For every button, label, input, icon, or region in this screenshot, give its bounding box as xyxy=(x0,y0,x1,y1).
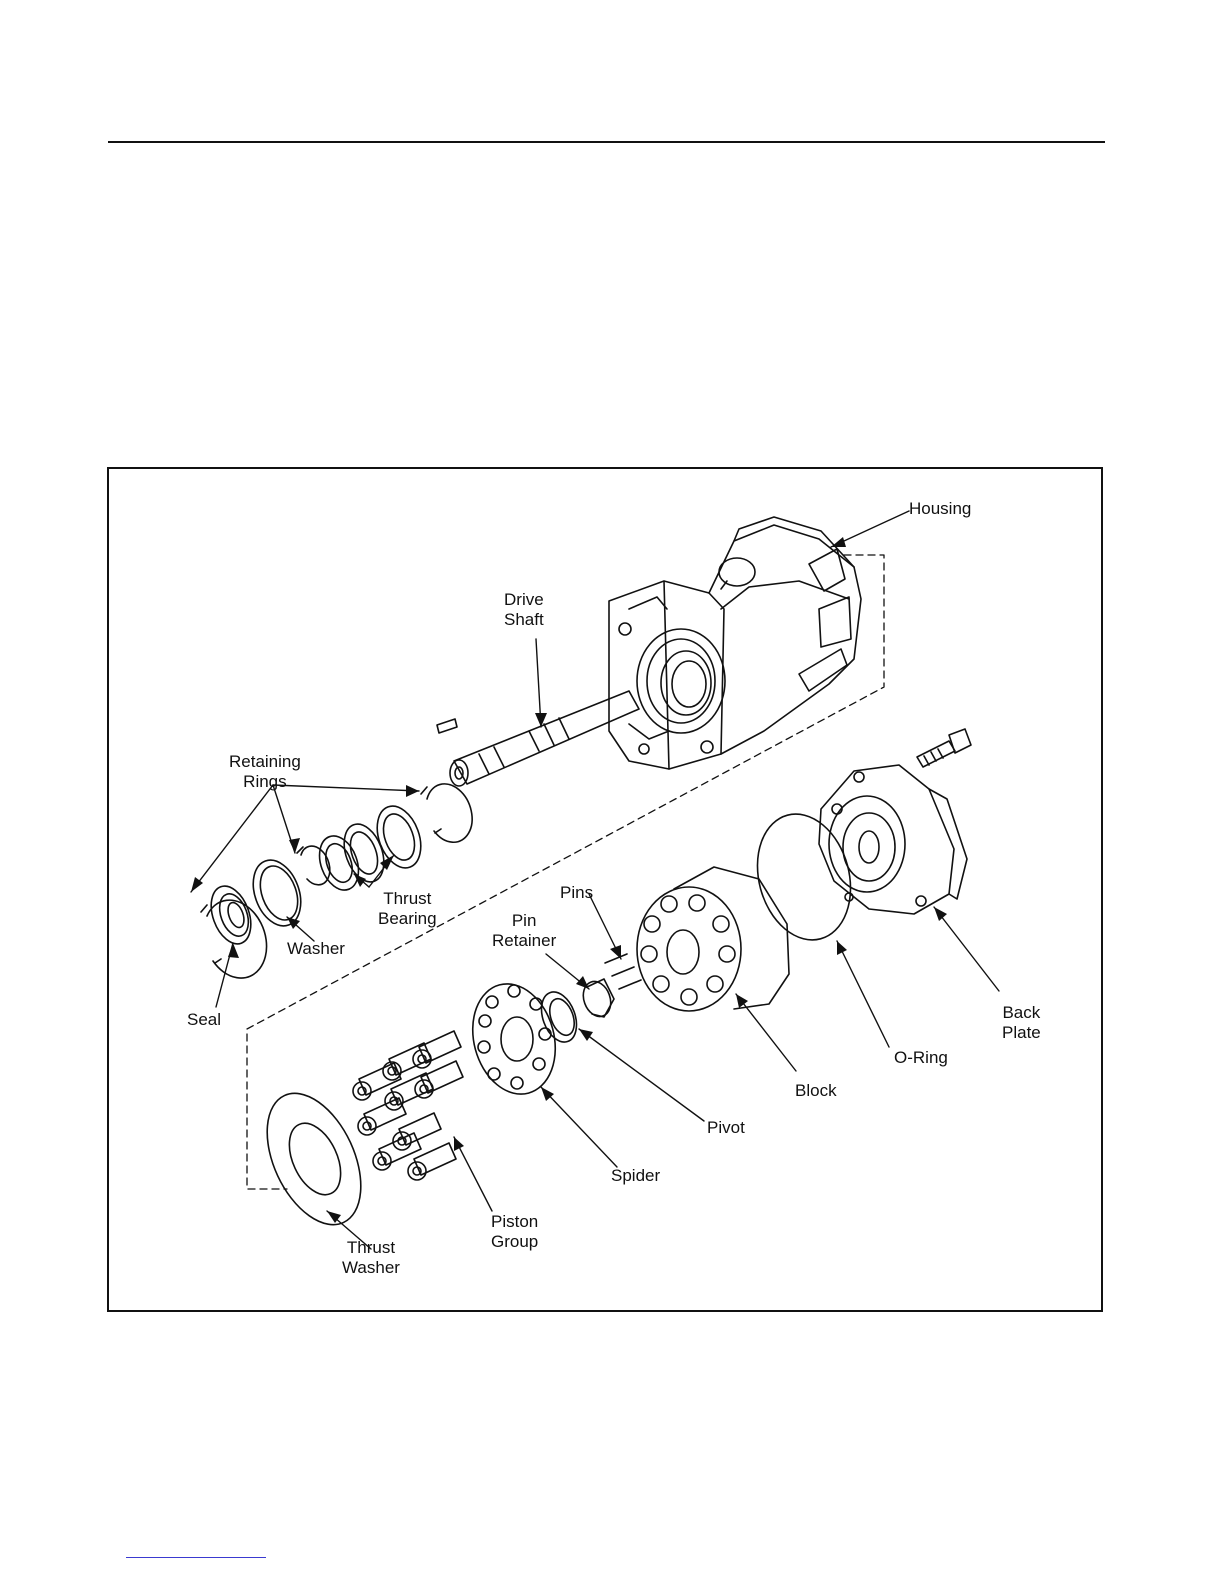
pivot-part xyxy=(535,987,583,1047)
label-thrust-washer: Thrust Washer xyxy=(342,1238,400,1278)
housing-part xyxy=(609,517,861,769)
o-ring-part xyxy=(744,804,864,951)
label-back-plate-line-2: Plate xyxy=(1002,1023,1041,1043)
leader-lines xyxy=(191,511,999,1249)
footer-link-underline[interactable] xyxy=(126,1557,266,1558)
label-drive-shaft-line-2: Shaft xyxy=(504,610,544,630)
exploded-diagram-drawing xyxy=(109,469,1105,1314)
label-washer: Washer xyxy=(287,939,345,959)
label-block: Block xyxy=(795,1081,837,1101)
label-pin-retainer-line-1: Pin xyxy=(492,911,556,931)
label-piston-group-line-1: Piston xyxy=(491,1212,538,1232)
seal-part xyxy=(204,881,258,950)
label-back-plate-line-1: Back xyxy=(1002,1003,1041,1023)
label-retaining-rings-line-2: Rings xyxy=(229,772,301,792)
spider-part xyxy=(461,975,567,1104)
label-pin-retainer: Pin Retainer xyxy=(492,911,556,951)
label-piston-group-line-2: Group xyxy=(491,1232,538,1252)
label-thrust-bearing: Thrust Bearing xyxy=(378,889,437,929)
washer-part xyxy=(245,854,310,933)
label-back-plate: Back Plate xyxy=(1002,1003,1041,1043)
label-thrust-bearing-line-2: Bearing xyxy=(378,909,437,929)
label-pin-retainer-line-2: Retainer xyxy=(492,931,556,951)
label-housing: Housing xyxy=(909,499,971,519)
header-rule xyxy=(108,141,1105,143)
label-retaining-rings-line-1: Retaining xyxy=(229,752,301,772)
label-thrust-washer-line-2: Washer xyxy=(342,1258,400,1278)
back-plate-part xyxy=(819,765,967,914)
exploded-view-figure: Housing Drive Shaft Retaining Rings Thru… xyxy=(107,467,1103,1312)
pins-part xyxy=(605,954,641,989)
label-drive-shaft: Drive Shaft xyxy=(504,590,544,630)
assembly-boundary xyxy=(247,555,884,1189)
label-o-ring: O-Ring xyxy=(894,1048,948,1068)
block-part xyxy=(637,867,789,1011)
label-pins: Pins xyxy=(560,883,593,903)
label-thrust-bearing-line-1: Thrust xyxy=(378,889,437,909)
label-pivot: Pivot xyxy=(707,1118,745,1138)
bolt-part xyxy=(917,729,971,767)
label-seal: Seal xyxy=(187,1010,221,1030)
label-drive-shaft-line-1: Drive xyxy=(504,590,544,610)
thrust-washer-part xyxy=(248,1079,380,1240)
label-spider: Spider xyxy=(611,1166,660,1186)
label-retaining-rings: Retaining Rings xyxy=(229,752,301,792)
label-thrust-washer-line-1: Thrust xyxy=(342,1238,400,1258)
piston-group-part xyxy=(353,1031,463,1180)
thrust-bearing-part xyxy=(313,800,429,895)
label-piston-group: Piston Group xyxy=(491,1212,538,1252)
